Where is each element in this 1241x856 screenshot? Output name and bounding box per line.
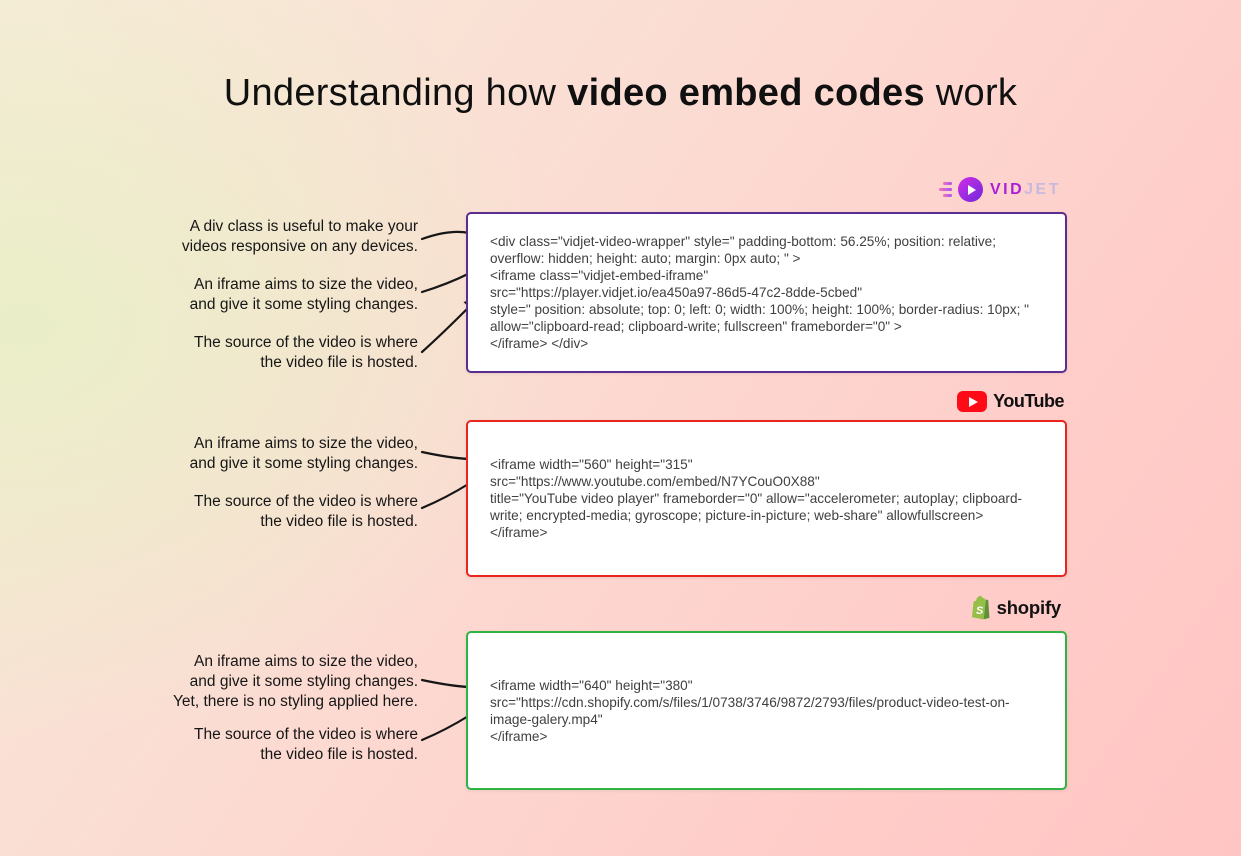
- shopify-bag-letter: S: [976, 605, 984, 617]
- youtube-wordmark: YouTube: [993, 391, 1064, 411]
- vidjet-embed-code-box: <div class="vidjet-video-wrapper" style=…: [466, 212, 1067, 373]
- vidjet-wordmark-jet: JET: [1024, 180, 1061, 198]
- vidjet-embed-code: <div class="vidjet-video-wrapper" style=…: [490, 234, 1029, 351]
- page-title: Understanding how video embed codes work: [0, 72, 1241, 115]
- vidjet-wordmark-vid: VID: [989, 180, 1025, 198]
- title-post: work: [924, 72, 1018, 114]
- title-pre: Understanding how: [223, 72, 568, 114]
- annotation-youtube-iframe: An iframe aims to size the video, and gi…: [189, 435, 418, 472]
- shopify-embed-code: <iframe width="640" height="380" src="ht…: [490, 677, 1010, 744]
- shopify-bag-icon: S: [971, 596, 990, 620]
- youtube-embed-code: <iframe width="560" height="315" src="ht…: [490, 457, 1023, 540]
- youtube-logo: YouTube: [957, 391, 1064, 412]
- youtube-embed-code-box: <iframe width="560" height="315" src="ht…: [466, 420, 1067, 577]
- vidjet-logo: VIDJET: [938, 177, 1061, 202]
- vidjet-play-icon: [957, 177, 983, 202]
- shopify-embed-code-box: <iframe width="640" height="380" src="ht…: [466, 631, 1067, 790]
- vidjet-wordmark: VIDJET: [990, 181, 1061, 199]
- annotation-youtube-source: The source of the video is where the vid…: [193, 493, 418, 530]
- annotation-vidjet-div-class: A div class is useful to make your video…: [181, 218, 418, 255]
- youtube-play-icon: [957, 391, 988, 412]
- annotation-vidjet-iframe: An iframe aims to size the video, and gi…: [189, 276, 418, 313]
- title-bold: video embed codes: [567, 72, 925, 114]
- shopify-wordmark: shopify: [996, 597, 1062, 618]
- annotation-shopify-iframe: An iframe aims to size the video, and gi…: [172, 653, 418, 710]
- shopify-logo: S shopify: [969, 595, 1061, 621]
- annotation-vidjet-source: The source of the video is where the vid…: [193, 334, 418, 371]
- vidjet-motion-lines-icon: [938, 182, 952, 197]
- annotation-shopify-source: The source of the video is where the vid…: [193, 726, 418, 763]
